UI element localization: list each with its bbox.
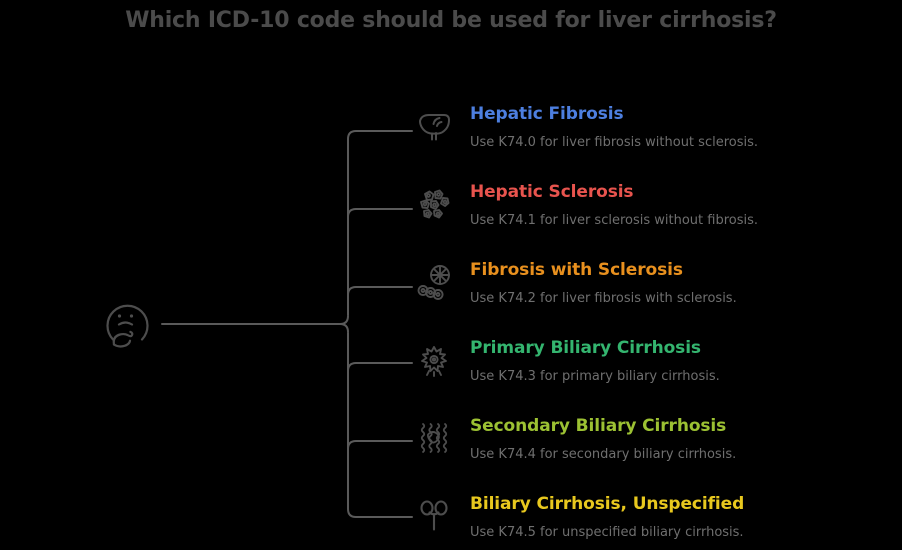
thinking-face-icon [106, 304, 149, 348]
fibrous-tissue-icon [412, 416, 456, 460]
branch-text: Biliary Cirrhosis, Unspecified Use K74.5… [470, 494, 890, 541]
spiky-cell-icon [412, 338, 456, 382]
branch-text: Fibrosis with Sclerosis Use K74.2 for li… [470, 260, 890, 307]
branch-description: Use K74.4 for secondary biliary cirrhosi… [470, 447, 737, 462]
branch-description: Use K74.3 for primary biliary cirrhosis. [470, 369, 720, 384]
liver-icon [412, 104, 456, 148]
branch-label: Hepatic Fibrosis [470, 104, 624, 124]
branch-description: Use K74.5 for unspecified biliary cirrho… [470, 525, 744, 540]
branch-text: Primary Biliary Cirrhosis Use K74.3 for … [470, 338, 890, 385]
branch-label: Primary Biliary Cirrhosis [470, 338, 701, 358]
branch-description: Use K74.2 for liver fibrosis with sclero… [470, 291, 737, 306]
cell-cluster-icon [412, 182, 456, 226]
branch-text: Secondary Biliary Cirrhosis Use K74.4 fo… [470, 416, 890, 463]
branch-row[interactable]: Biliary Cirrhosis, Unspecified Use K74.5… [412, 494, 892, 550]
branch-label: Biliary Cirrhosis, Unspecified [470, 494, 745, 514]
branch-description: Use K74.0 for liver fibrosis without scl… [470, 135, 758, 150]
root-node [98, 295, 156, 353]
branch-label: Hepatic Sclerosis [470, 182, 634, 202]
branch-text: Hepatic Fibrosis Use K74.0 for liver fib… [470, 104, 890, 151]
page-title: Which ICD-10 code should be used for liv… [125, 8, 777, 33]
branch-row[interactable]: Fibrosis with Sclerosis Use K74.2 for li… [412, 260, 892, 332]
branch-text: Hepatic Sclerosis Use K74.1 for liver sc… [470, 182, 890, 229]
cell-chain-icon [412, 260, 456, 304]
branch-description: Use K74.1 for liver sclerosis without fi… [470, 213, 758, 228]
branch-label: Fibrosis with Sclerosis [470, 260, 683, 280]
branch-label: Secondary Biliary Cirrhosis [470, 416, 727, 436]
branch-row[interactable]: Hepatic Sclerosis Use K74.1 for liver sc… [412, 182, 892, 254]
gallbladder-icon [412, 494, 456, 538]
branch-row[interactable]: Hepatic Fibrosis Use K74.0 for liver fib… [412, 104, 892, 176]
branch-row[interactable]: Primary Biliary Cirrhosis Use K74.3 for … [412, 338, 892, 410]
branch-row[interactable]: Secondary Biliary Cirrhosis Use K74.4 fo… [412, 416, 892, 488]
